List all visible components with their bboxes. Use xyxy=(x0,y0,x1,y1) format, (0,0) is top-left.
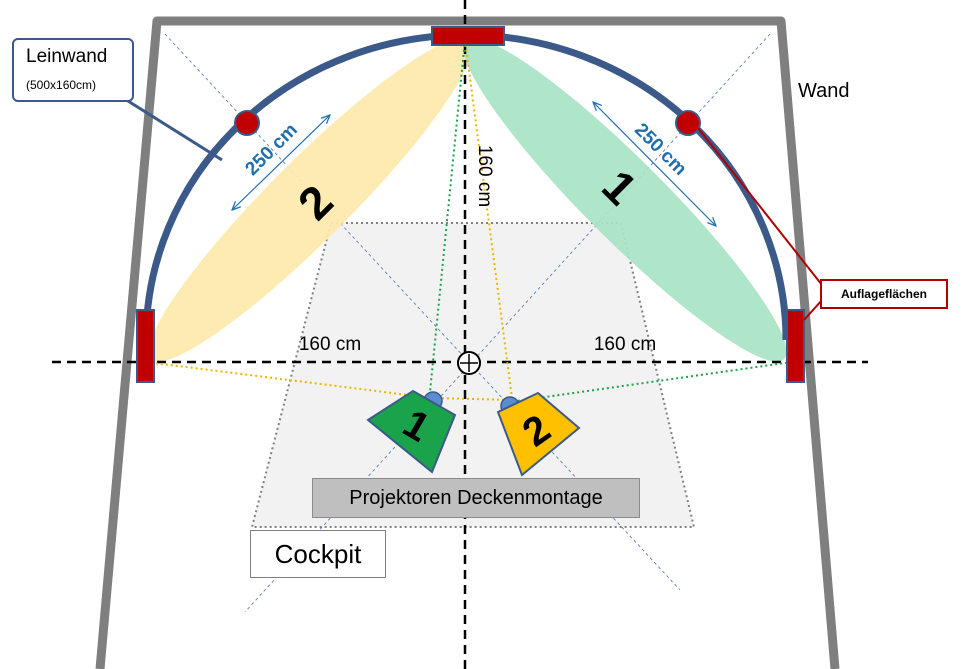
crosshair-circle-icon xyxy=(457,351,481,375)
support-point-right xyxy=(675,110,701,136)
auflage-callout-lines xyxy=(697,127,823,321)
projector-1: 1 xyxy=(366,389,457,474)
dist-right-label: 160 cm xyxy=(594,334,656,355)
support-point-left xyxy=(234,110,260,136)
wall-outline xyxy=(95,16,840,669)
leinwand-callout: Leinwand (500x160cm) xyxy=(12,38,134,102)
projector-2: 2 xyxy=(496,391,581,477)
cockpit-area xyxy=(250,222,696,528)
leinwand-callout-line xyxy=(119,94,223,162)
leinwand-title: Leinwand xyxy=(26,46,108,67)
projection-lines-green xyxy=(429,39,793,403)
arc-right-arrow xyxy=(593,102,716,226)
left-support-bar xyxy=(136,309,155,383)
projectors-label-box: Projektoren Deckenmontage xyxy=(312,478,640,518)
auflageflaechen-callout: Auflageflächen xyxy=(820,279,948,309)
arc-left-arrow xyxy=(232,115,330,210)
dist-vertical-label: 160 cm xyxy=(474,145,495,207)
top-support-bar xyxy=(431,26,505,46)
dist-left-label: 160 cm xyxy=(299,334,361,355)
wand-label: Wand xyxy=(798,80,850,102)
projection-lines-yellow xyxy=(145,39,513,401)
cockpit-label-box: Cockpit xyxy=(250,530,386,578)
leinwand-size: (500x160cm) xyxy=(26,78,97,92)
right-support-bar xyxy=(786,309,805,383)
